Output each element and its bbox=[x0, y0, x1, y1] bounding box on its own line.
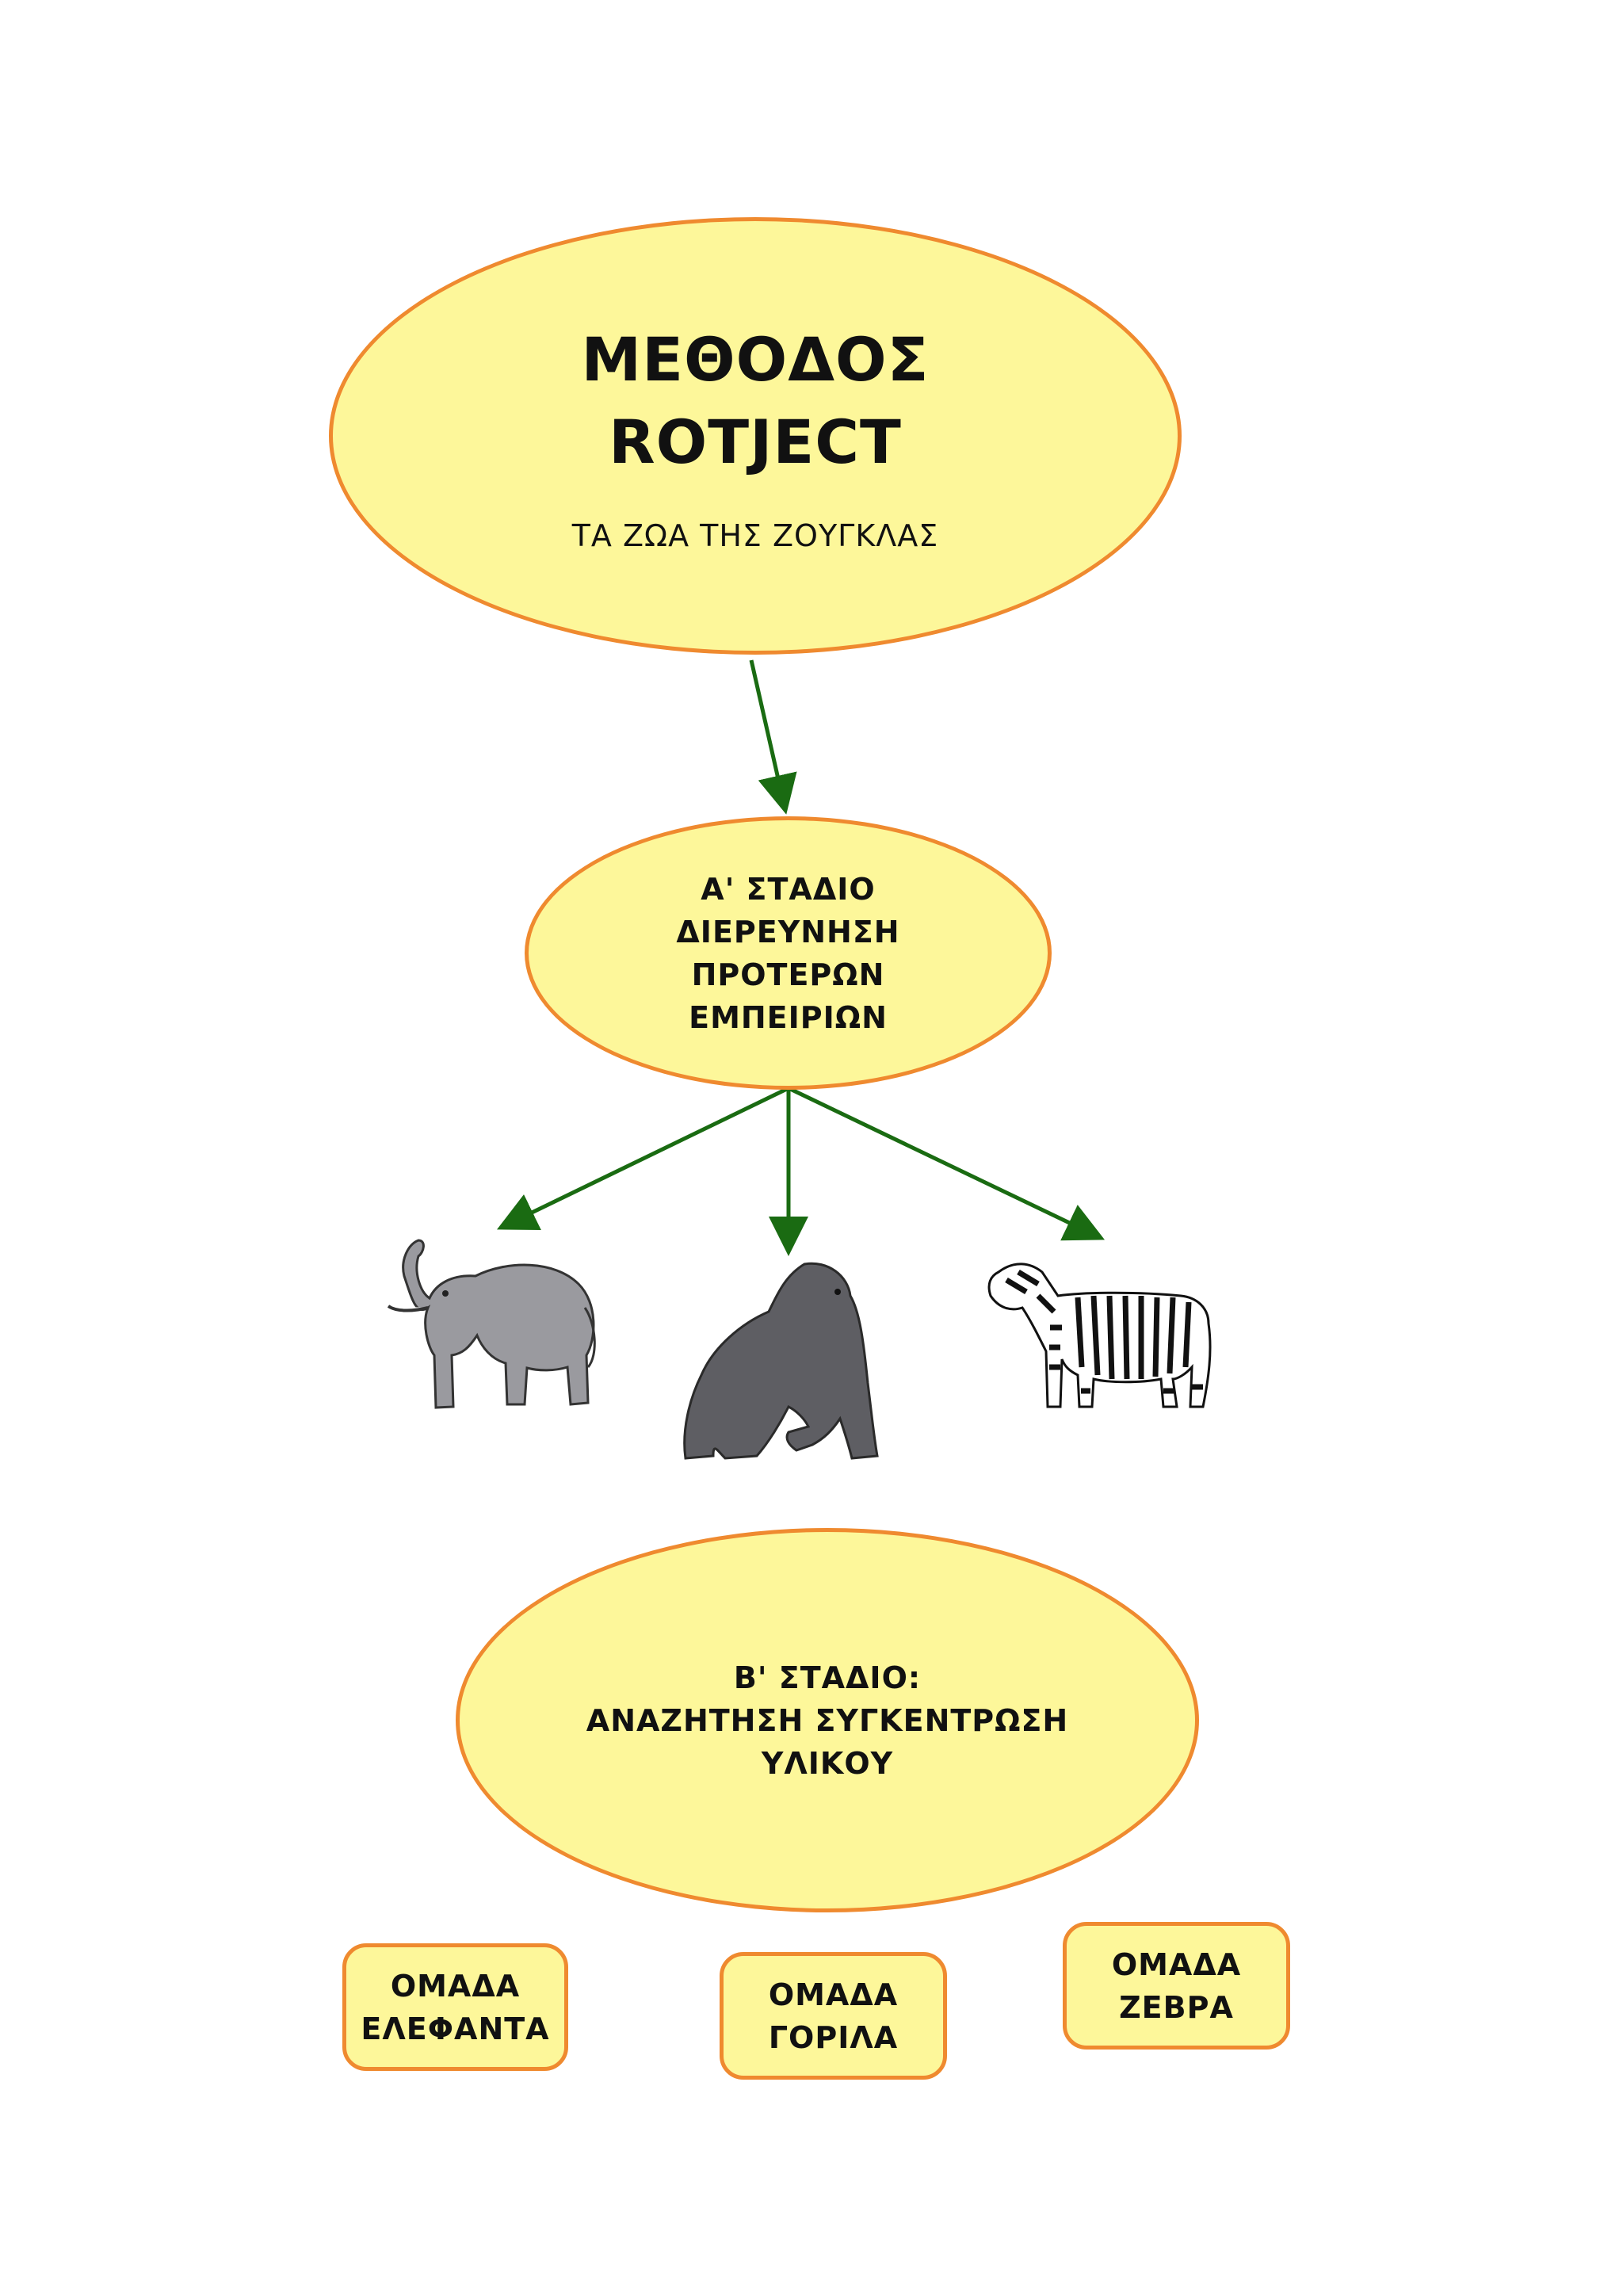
gorilla-image bbox=[683, 1262, 879, 1460]
arrow-stage-a-to-zebra bbox=[787, 1086, 1106, 1241]
stage-b-line-1: Β' ΣΤΑΔΙΟ: bbox=[733, 1660, 922, 1695]
group-elephant-line-1: ΟΜΑΔΑ bbox=[390, 1968, 521, 2004]
stage-a-line-2: ΔΙΕΡΕΥΝΗΣΗ bbox=[676, 914, 900, 949]
group-gorilla-line-1: ΟΜΑΔΑ bbox=[768, 1977, 899, 2012]
stage-b-line-2: ΑΝΑΖΗΤΗΣΗ ΣΥΓΚΕΝΤΡΩΣΗ bbox=[586, 1702, 1069, 1738]
arrow-root-to-stage-a bbox=[749, 659, 797, 815]
group-zebra-line-2: ΖΕΒΡΑ bbox=[1119, 1989, 1234, 2025]
group-gorilla-box: ΟΜΑΔΑ ΓΟΡΙΛΑ bbox=[720, 1952, 947, 2080]
group-elephant-line-2: ΕΛΕΦΑΝΤΑ bbox=[361, 2011, 550, 2046]
stage-a-line-3: ΠΡΟΤΕΡΩΝ bbox=[691, 957, 885, 992]
root-node: ΜΕΘΟΔΟΣ ROTJECT ΤΑ ΖΩΑ ΤΗΣ ΖΟΥΓΚΛΑΣ bbox=[329, 217, 1182, 655]
stage-a-node: Α' ΣΤΑΔΙΟ ΔΙΕΡΕΥΝΗΣΗ ΠΡΟΤΕΡΩΝ ΕΜΠΕΙΡΙΩΝ bbox=[525, 816, 1052, 1090]
group-elephant-box: ΟΜΑΔΑ ΕΛΕΦΑΝΤΑ bbox=[342, 1943, 568, 2071]
group-zebra-line-1: ΟΜΑΔΑ bbox=[1111, 1946, 1242, 1982]
stage-b-line-3: ΥΛΙΚΟΥ bbox=[761, 1745, 894, 1781]
stage-b-node: Β' ΣΤΑΔΙΟ: ΑΝΑΖΗΤΗΣΗ ΣΥΓΚΕΝΤΡΩΣΗ ΥΛΙΚΟΥ bbox=[456, 1528, 1199, 1912]
elephant-image bbox=[387, 1239, 596, 1409]
zebra-image bbox=[987, 1263, 1212, 1408]
stage-a-line-4: ΕΜΠΕΙΡΙΩΝ bbox=[689, 999, 888, 1035]
stage-a-line-1: Α' ΣΤΑΔΙΟ bbox=[701, 871, 876, 907]
root-title-line-2: ROTJECT bbox=[609, 407, 902, 477]
root-subtitle: ΤΑ ΖΩΑ ΤΗΣ ΖΟΥΓΚΛΑΣ bbox=[571, 518, 939, 553]
group-gorilla-line-2: ΓΟΡΙΛΑ bbox=[768, 2019, 899, 2055]
root-title-line-1: ΜΕΘΟΔΟΣ bbox=[581, 324, 930, 395]
arrow-stage-a-to-elephant bbox=[497, 1086, 790, 1231]
group-zebra-box: ΟΜΑΔΑ ΖΕΒΡΑ bbox=[1063, 1922, 1290, 2050]
